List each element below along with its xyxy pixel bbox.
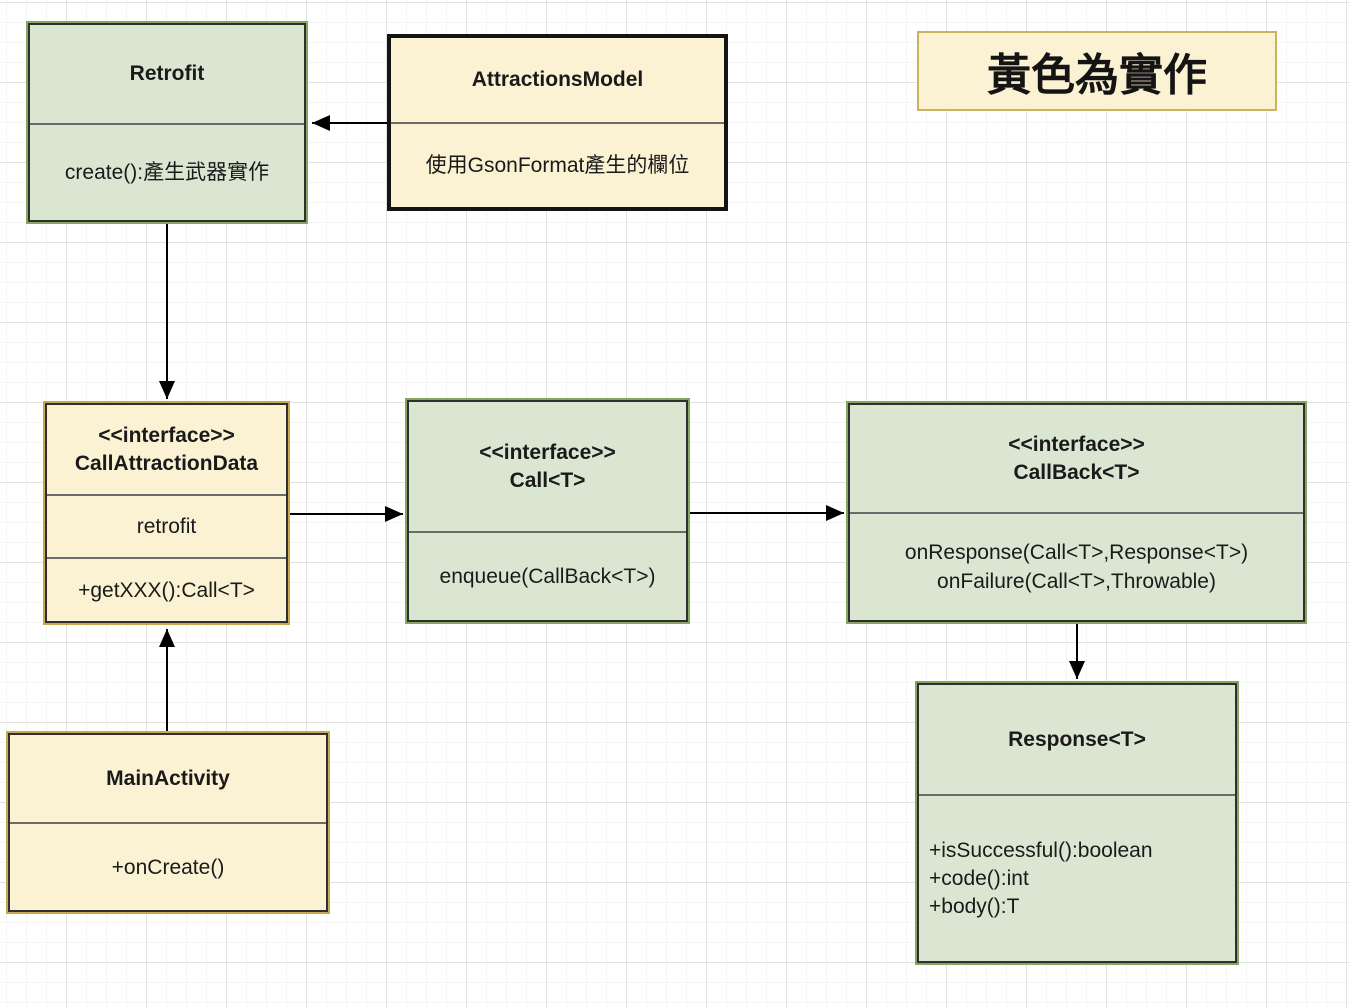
interface-call: <<interface>> Call<T> enqueue(CallBack<T… <box>405 398 690 624</box>
class-title: Call<T> <box>509 468 586 492</box>
class-method: onResponse(Call<T>,Response<T>) <box>904 541 1249 564</box>
class-mainactivity-methods: +onCreate() <box>10 822 326 910</box>
class-method: +code():int <box>929 866 1029 890</box>
interface-callattractiondata-methods: +getXXX():Call<T> <box>47 557 286 621</box>
interface-callattractiondata-header: <<interface>> CallAttractionData <box>47 405 286 494</box>
interface-callattractiondata-attributes: retrofit <box>47 494 286 557</box>
class-method: +getXXX():Call<T> <box>78 578 255 602</box>
interface-callback: <<interface>> CallBack<T> onResponse(Cal… <box>846 401 1307 624</box>
class-title: MainActivity <box>106 766 230 790</box>
interface-callback-methods: onResponse(Call<T>,Response<T>) onFailur… <box>850 512 1303 620</box>
class-retrofit: Retrofit create():產生武器實作 <box>26 21 308 224</box>
stereotype-label: <<interface>> <box>1008 432 1145 456</box>
class-retrofit-header: Retrofit <box>30 25 304 123</box>
class-attractionsmodel: AttractionsModel 使用GsonFormat產生的欄位 <box>387 34 728 211</box>
class-retrofit-methods: create():產生武器實作 <box>30 123 304 220</box>
class-response-header: Response<T> <box>919 685 1235 794</box>
stereotype-label: <<interface>> <box>98 423 235 447</box>
class-method: +body():T <box>929 894 1020 918</box>
stereotype-label: <<interface>> <box>479 440 616 464</box>
class-attractionsmodel-header: AttractionsModel <box>391 38 724 122</box>
class-attractionsmodel-body: 使用GsonFormat產生的欄位 <box>391 122 724 207</box>
class-response: Response<T> +isSuccessful():boolean +cod… <box>915 681 1239 965</box>
class-mainactivity-header: MainActivity <box>10 735 326 822</box>
class-title: CallBack<T> <box>1013 460 1140 484</box>
legend-text: 黃色為實作 <box>987 51 1207 100</box>
class-attribute: retrofit <box>136 515 197 538</box>
class-note: 使用GsonFormat產生的欄位 <box>425 154 690 177</box>
interface-call-header: <<interface>> Call<T> <box>409 402 686 531</box>
class-method: onFailure(Call<T>,Throwable) <box>937 570 1216 593</box>
legend-note: 黃色為實作 <box>917 31 1277 111</box>
interface-callback-header: <<interface>> CallBack<T> <box>850 405 1303 512</box>
interface-callattractiondata: <<interface>> CallAttractionData retrofi… <box>43 401 290 625</box>
class-title: CallAttractionData <box>74 451 259 475</box>
class-method: enqueue(CallBack<T>) <box>439 565 656 588</box>
class-response-methods: +isSuccessful():boolean +code():int +bod… <box>919 794 1235 961</box>
class-method: +isSuccessful():boolean <box>929 838 1153 862</box>
interface-call-methods: enqueue(CallBack<T>) <box>409 531 686 620</box>
class-mainactivity: MainActivity +onCreate() <box>6 731 330 914</box>
class-title: AttractionsModel <box>471 68 644 91</box>
class-method: create():產生武器實作 <box>64 161 270 184</box>
class-method: +onCreate() <box>111 855 225 879</box>
class-title: Response<T> <box>1008 727 1146 751</box>
class-title: Retrofit <box>129 62 205 85</box>
